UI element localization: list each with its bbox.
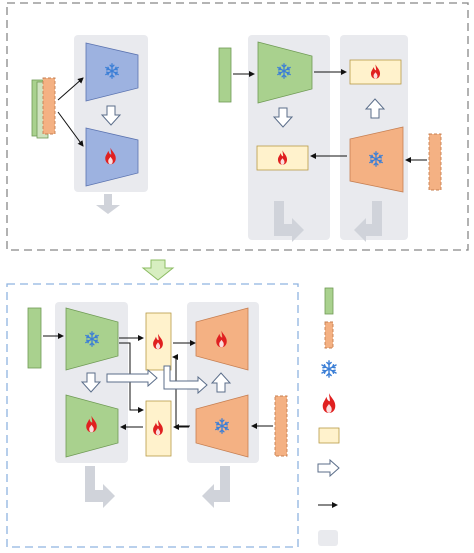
orange-input-icon	[274, 395, 288, 457]
transition-arrow	[141, 259, 175, 281]
snowflake-icon	[321, 360, 337, 378]
bottom-section-border	[6, 283, 299, 548]
gray-panel-icon	[318, 530, 338, 546]
green-input-icon	[218, 47, 232, 103]
green-input-icon	[324, 287, 334, 315]
output-arrow	[202, 466, 230, 508]
output-arrow	[85, 466, 115, 508]
arrow-line	[57, 77, 84, 101]
legend	[317, 287, 340, 546]
adapter-box-icon	[318, 427, 340, 444]
stacked-input-icon	[31, 77, 56, 139]
orange-input-icon	[428, 133, 442, 191]
hollow-arrow-icon	[80, 372, 102, 393]
output-arrow	[274, 201, 304, 242]
hollow-arrow-icon	[317, 458, 340, 478]
frozen-encoder-block	[257, 41, 313, 104]
hollow-arrow-icon	[364, 98, 386, 119]
arrow-line	[172, 354, 190, 427]
green-input-icon	[27, 307, 42, 369]
hollow-arrow-icon	[106, 368, 158, 388]
hollow-arrow-icon	[100, 105, 122, 126]
orange-input-icon	[324, 321, 334, 349]
top-section-border	[6, 2, 469, 251]
output-arrow	[96, 194, 120, 214]
hollow-arrow-icon	[210, 372, 232, 393]
flame-icon	[322, 393, 336, 413]
hollow-arrow-icon	[272, 107, 294, 128]
output-arrow	[354, 201, 382, 242]
hollow-arrow-icon	[163, 365, 208, 395]
arrow-line	[57, 111, 84, 147]
